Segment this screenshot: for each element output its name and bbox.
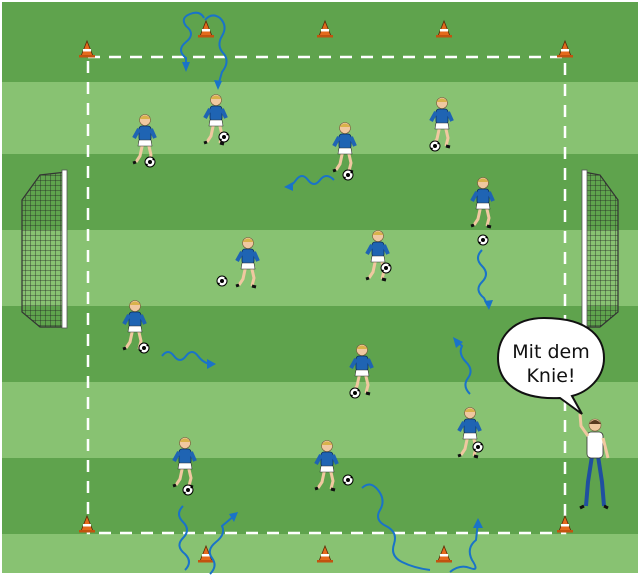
ball-icon [381,263,391,273]
ball-icon [219,132,229,142]
ball-icon [350,388,360,398]
goal-icon [22,170,67,328]
ball-icon [139,343,149,353]
speech-bubble-line1: Mit dem [512,341,589,363]
ball-icon [473,442,483,452]
ball-icon [343,170,353,180]
ball-icon [343,475,353,485]
ball-icon [217,276,227,286]
ball-icon [183,485,193,495]
speech-bubble-line2: Knie! [526,365,575,387]
ball-icon [430,141,440,151]
ball-icon [478,235,488,245]
goal-icon [582,170,618,328]
ball-icon [145,157,155,167]
